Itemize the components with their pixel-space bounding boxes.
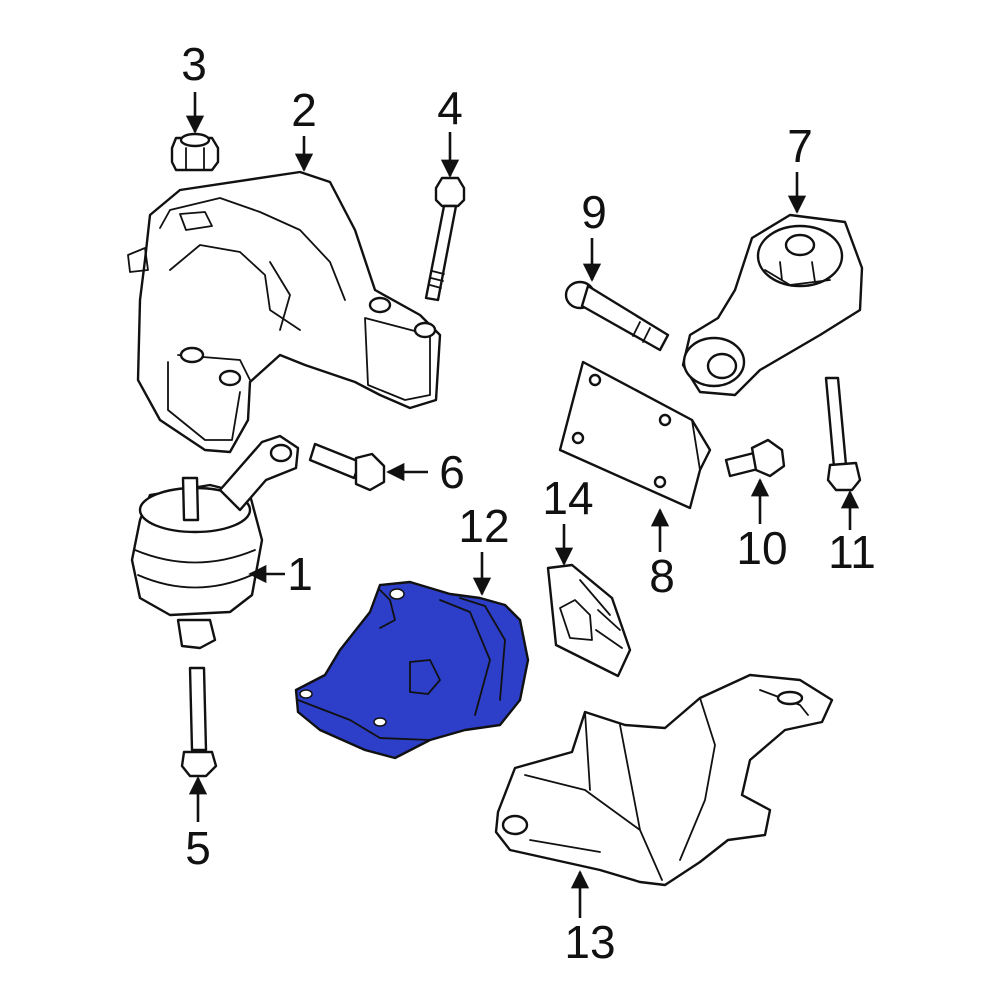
part-5-bolt[interactable] — [180, 666, 218, 778]
part-14-shield[interactable] — [546, 563, 632, 678]
callout-9: 9 — [581, 186, 607, 238]
part-13-bracket[interactable] — [494, 673, 834, 887]
part-6-bolt[interactable] — [308, 442, 386, 492]
callout-3: 3 — [181, 38, 207, 90]
part-7-mount[interactable] — [681, 213, 864, 397]
part-4-bolt[interactable] — [424, 176, 466, 302]
part-9-bolt[interactable] — [564, 280, 670, 352]
part-12-mount[interactable] — [294, 580, 530, 760]
callout-4: 4 — [437, 82, 463, 134]
part-10-bolt[interactable] — [724, 438, 786, 478]
callout-7: 7 — [787, 120, 813, 172]
callout-1: 1 — [287, 548, 313, 600]
callout-2: 2 — [291, 84, 317, 136]
callout-13: 13 — [564, 916, 615, 968]
callout-12: 12 — [458, 500, 509, 552]
part-11-bolt[interactable] — [824, 376, 862, 492]
part-1-mount[interactable] — [130, 434, 300, 650]
callout-10: 10 — [736, 522, 787, 574]
part-2-bracket[interactable] — [127, 170, 442, 454]
callout-6: 6 — [439, 446, 465, 498]
part-8-plate[interactable] — [558, 360, 712, 510]
callout-arrows — [185, 92, 860, 918]
callout-11: 11 — [828, 526, 876, 578]
callout-labels: 3 2 4 9 7 6 1 12 14 8 10 11 5 13 — [181, 38, 876, 968]
callout-5: 5 — [185, 822, 211, 874]
callout-14: 14 — [542, 472, 593, 524]
callout-8: 8 — [649, 550, 675, 602]
part-3-nut[interactable] — [170, 132, 220, 172]
